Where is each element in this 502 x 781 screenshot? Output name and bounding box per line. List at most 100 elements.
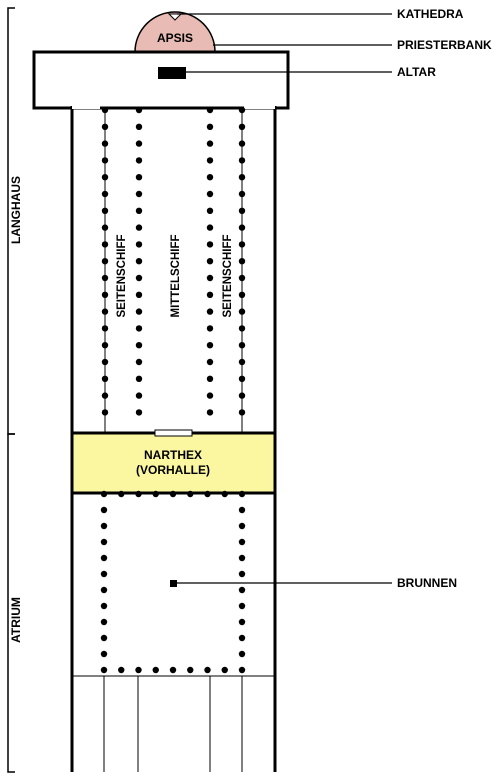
column [101, 358, 109, 366]
column [101, 258, 109, 265]
column [135, 241, 143, 248]
column [101, 140, 109, 147]
column [206, 291, 214, 298]
narthex-label: NARTHEX [144, 448, 202, 462]
column [135, 123, 143, 130]
column [135, 308, 143, 315]
column [238, 650, 246, 658]
column [238, 241, 246, 248]
column [238, 291, 246, 298]
kathedra-seat [167, 13, 183, 21]
column [118, 666, 125, 674]
column [206, 308, 214, 315]
nave-walls [70, 106, 277, 433]
column [238, 618, 246, 626]
column [100, 522, 108, 530]
column [238, 342, 246, 349]
column [135, 342, 143, 349]
column [206, 241, 214, 248]
column [100, 538, 108, 546]
column [238, 392, 246, 399]
column [238, 570, 246, 578]
column [135, 190, 143, 198]
column [238, 258, 246, 265]
column [238, 409, 246, 416]
atrium-colonnade [100, 490, 246, 674]
main-portal [154, 429, 193, 437]
brunnen-label: BRUNNEN [397, 576, 457, 590]
column [206, 207, 214, 214]
transept [32, 50, 290, 110]
column [238, 490, 246, 498]
column [206, 157, 214, 164]
column [135, 409, 143, 416]
column [206, 409, 214, 416]
column [169, 490, 177, 498]
column [100, 506, 108, 514]
altar-label: ALTAR [397, 65, 436, 79]
column [206, 174, 214, 181]
column [206, 258, 214, 265]
column [238, 538, 246, 546]
column [101, 375, 109, 382]
mittelschiff-label: MITTELSCHIFF [170, 234, 182, 317]
langhaus-label: LANGHAUS [9, 176, 23, 244]
column [100, 554, 108, 562]
column [100, 570, 108, 578]
column [135, 375, 143, 382]
column [100, 618, 108, 626]
priesterbank-label: PRIESTERBANK [397, 38, 492, 52]
kathedra-label: KATHEDRA [397, 7, 464, 21]
column [206, 375, 214, 382]
column [238, 140, 246, 147]
atrium-entrance-lines [103, 676, 243, 772]
column [101, 123, 109, 130]
column [135, 291, 143, 298]
column [135, 392, 143, 399]
column [101, 157, 109, 164]
column [238, 666, 246, 674]
column [238, 224, 246, 231]
column [238, 325, 246, 332]
column [238, 190, 246, 198]
atrium-bracket [7, 433, 15, 773]
column [238, 207, 246, 214]
column [238, 634, 246, 642]
column [206, 342, 214, 349]
column [169, 666, 177, 674]
column [100, 490, 108, 498]
apse-label: APSIS [157, 31, 193, 45]
altar [158, 67, 186, 79]
column [238, 375, 246, 382]
column [101, 207, 109, 214]
column [206, 358, 214, 366]
column [101, 308, 109, 315]
column [187, 666, 194, 674]
column [238, 174, 246, 181]
column [135, 224, 143, 231]
column [152, 490, 159, 498]
leader-lines [177, 13, 392, 584]
column [238, 123, 246, 130]
column [101, 241, 109, 248]
atrium-walls [70, 493, 277, 772]
column [101, 342, 109, 349]
column [238, 586, 246, 594]
column [135, 358, 143, 366]
column [101, 325, 109, 332]
column [238, 554, 246, 562]
column [221, 666, 228, 674]
column [135, 106, 143, 114]
column [101, 224, 109, 231]
column [135, 274, 143, 282]
column [135, 258, 143, 265]
column [238, 274, 246, 282]
column [100, 602, 108, 610]
column [135, 490, 142, 498]
column [206, 224, 214, 231]
column [100, 634, 108, 642]
column [238, 308, 246, 315]
column [135, 666, 142, 674]
column [100, 666, 108, 674]
